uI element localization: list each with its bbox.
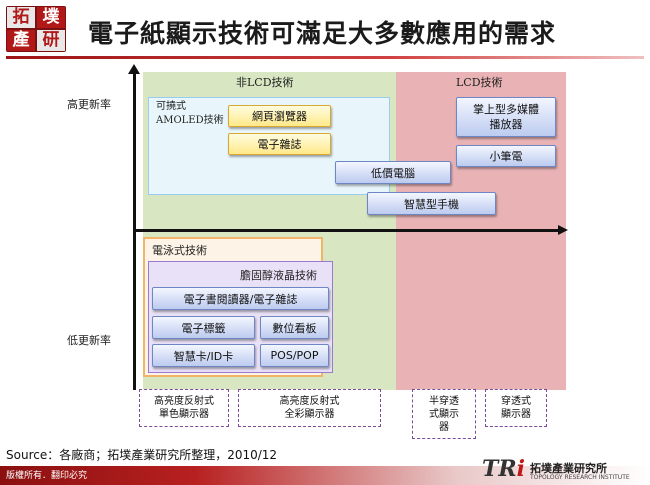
tri-brand-i: i: [516, 456, 526, 482]
copyright-text: 版權所有．翻印必究: [6, 471, 88, 481]
tri-brand-name: 拓墣產業研究所: [530, 462, 607, 475]
logo-char-4: 研: [37, 30, 65, 51]
cholesteric-label: 膽固醇液晶技術: [240, 269, 317, 282]
footer-bar: [0, 466, 650, 485]
title-divider: [6, 56, 644, 59]
electrophoretic-label: 電泳式技術: [152, 244, 207, 257]
tag-e-magazine: 電子雜誌: [228, 133, 331, 155]
category-reflective-mono: 高亮度反射式 單色顯示器: [139, 389, 229, 427]
tri-logo: 拓 墣 產 研: [6, 6, 66, 52]
lcd-region-title: LCD技術: [456, 76, 503, 89]
slide-title: 電子紙顯示技術可滿足大多數應用的需求: [88, 19, 557, 48]
tag-digital-signage: 數位看板: [260, 316, 329, 339]
tag-ereader: 電子書閱讀器/電子雜誌: [152, 287, 329, 310]
x-axis: [133, 229, 560, 232]
category-reflective-color: 高亮度反射式 全彩顯示器: [238, 389, 381, 427]
y-axis-high-label: 高更新率: [67, 98, 111, 111]
tag-low-cost-pc: 低價電腦: [335, 161, 451, 184]
tri-brand-mark: TRi: [482, 456, 525, 482]
tag-portable-media-player: 掌上型多媒體 播放器: [456, 97, 556, 137]
tri-brand-tr: TR: [482, 456, 517, 482]
tag-smart-card: 智慧卡/ID卡: [152, 344, 255, 367]
amoled-label: 可撓式 AMOLED技術: [156, 101, 224, 126]
y-axis-arrow: [128, 64, 140, 74]
non-lcd-region-title: 非LCD技術: [236, 76, 294, 89]
y-axis-low-label: 低更新率: [67, 334, 111, 347]
logo-char-1: 拓: [7, 7, 35, 28]
tag-netbook: 小筆電: [456, 145, 556, 167]
tag-pos-pop: POS/POP: [260, 344, 329, 367]
logo-char-2: 墣: [37, 7, 65, 28]
tag-etag: 電子標籤: [152, 316, 255, 339]
tag-smartphone: 智慧型手機: [367, 192, 496, 215]
tri-brand-subtitle: TOPOLOGY RESEARCH INSTITUTE: [530, 474, 630, 481]
tag-web-browser: 網頁瀏覽器: [228, 105, 331, 127]
category-transmissive: 穿透式 顯示器: [485, 389, 547, 427]
logo-char-3: 產: [7, 30, 35, 51]
source-note: Source：各廠商；拓墣產業研究所整理，2010/12: [6, 448, 278, 462]
category-transflective: 半穿透 式顯示 器: [412, 389, 476, 439]
x-axis-arrow: [558, 225, 568, 235]
